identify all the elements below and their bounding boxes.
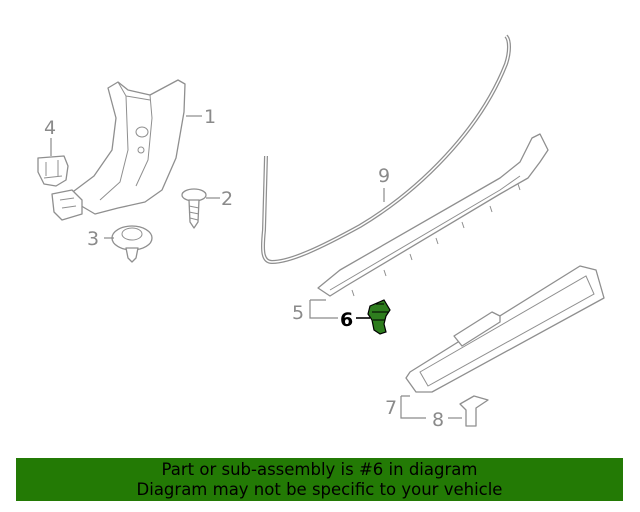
callout-5-label: 5 [292, 302, 304, 324]
info-banner: Part or sub-assembly is #6 in diagram Di… [16, 458, 623, 501]
part-3-push-clip [111, 225, 153, 263]
part-8-bracket [459, 395, 489, 427]
callout-6-label: 6 [340, 309, 353, 331]
callout-1-label: 1 [204, 106, 216, 128]
banner-line-1: Part or sub-assembly is #6 in diagram [161, 460, 478, 479]
part-1-pillar-trim [51, 79, 186, 221]
part-2-screw [181, 188, 207, 229]
parts-diagram: 1 2 3 4 5 6 7 8 9 [37, 34, 605, 431]
callout-6: 6 [340, 309, 370, 331]
part-9-weatherstrip [261, 34, 511, 264]
callout-1: 1 [186, 106, 216, 128]
part-4-clip [37, 155, 69, 187]
callout-2: 2 [206, 188, 233, 210]
callout-9: 9 [378, 165, 390, 202]
part-6-clip-highlighted [367, 299, 391, 335]
callout-7: 7 [385, 395, 426, 419]
callout-4: 4 [44, 117, 56, 156]
callout-8-label: 8 [432, 409, 444, 431]
banner-line-2: Diagram may not be specific to your vehi… [136, 480, 503, 499]
callout-8: 8 [432, 409, 462, 431]
callout-2-label: 2 [221, 188, 233, 210]
callout-4-label: 4 [44, 117, 56, 139]
part-7-scuff-plate [405, 265, 605, 393]
callout-9-label: 9 [378, 165, 390, 187]
part-5-rocker-molding [317, 133, 549, 297]
callout-5: 5 [292, 299, 338, 324]
callout-7-label: 7 [385, 397, 397, 419]
callout-3-label: 3 [87, 228, 99, 250]
callout-3: 3 [87, 228, 114, 250]
